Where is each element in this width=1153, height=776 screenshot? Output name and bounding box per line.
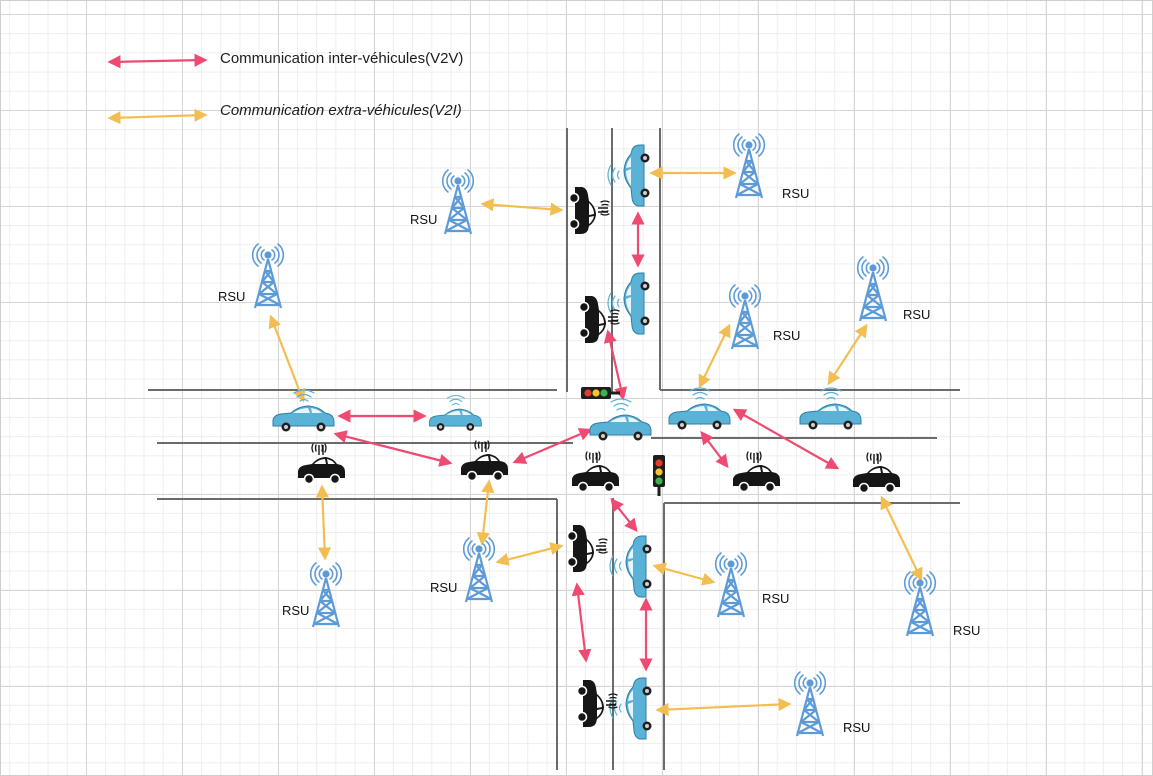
v2i-links xyxy=(268,166,923,717)
rsu-label: RSU xyxy=(762,591,789,606)
traffic-light-icon xyxy=(653,455,665,496)
car-icon xyxy=(297,186,901,728)
v2i-arrow xyxy=(268,314,306,403)
rsu-label: RSU xyxy=(843,720,870,735)
v2i-arrow xyxy=(652,562,716,586)
v2i-arrow xyxy=(827,323,868,386)
rsu-label: RSU xyxy=(903,307,930,322)
v2v-arrow xyxy=(700,430,729,469)
v2i-arrow xyxy=(698,323,731,389)
v2i-arrow xyxy=(880,495,923,582)
legend-v2i-label: Communication extra-véhicules(V2I) xyxy=(220,102,462,119)
v2v-arrow xyxy=(571,582,592,663)
roads xyxy=(148,128,960,770)
legend-v2v-label: Communication inter-véhicules(V2V) xyxy=(220,50,464,67)
v2v-arrow xyxy=(732,408,840,470)
legend-v2v-arrow xyxy=(107,53,208,69)
v2v-arrow xyxy=(603,329,628,401)
v2v-arrow xyxy=(512,428,593,464)
traffic-light-icon xyxy=(581,387,620,399)
v2i-arrow xyxy=(315,484,332,561)
v2v-arrow xyxy=(333,430,453,467)
rsu-label: RSU xyxy=(953,623,980,638)
rsu-label: RSU xyxy=(282,603,309,618)
v2v-links xyxy=(333,211,840,672)
v2i-arrow xyxy=(480,198,564,216)
v2i-arrow xyxy=(495,542,564,566)
rsu-label: RSU xyxy=(782,186,809,201)
rsu-label: RSU xyxy=(430,580,457,595)
rsu-labels: RSU RSU RSU RSU RSU RSU RSU RSU RSU RSU xyxy=(218,186,980,735)
v2i-arrow xyxy=(476,479,495,546)
rsu-label: RSU xyxy=(410,212,437,227)
rsu-label: RSU xyxy=(773,328,800,343)
legend-v2i-arrow xyxy=(107,108,208,125)
v2i-arrow xyxy=(655,697,792,717)
v2v-arrow xyxy=(610,497,638,533)
rsu-label: RSU xyxy=(218,289,245,304)
